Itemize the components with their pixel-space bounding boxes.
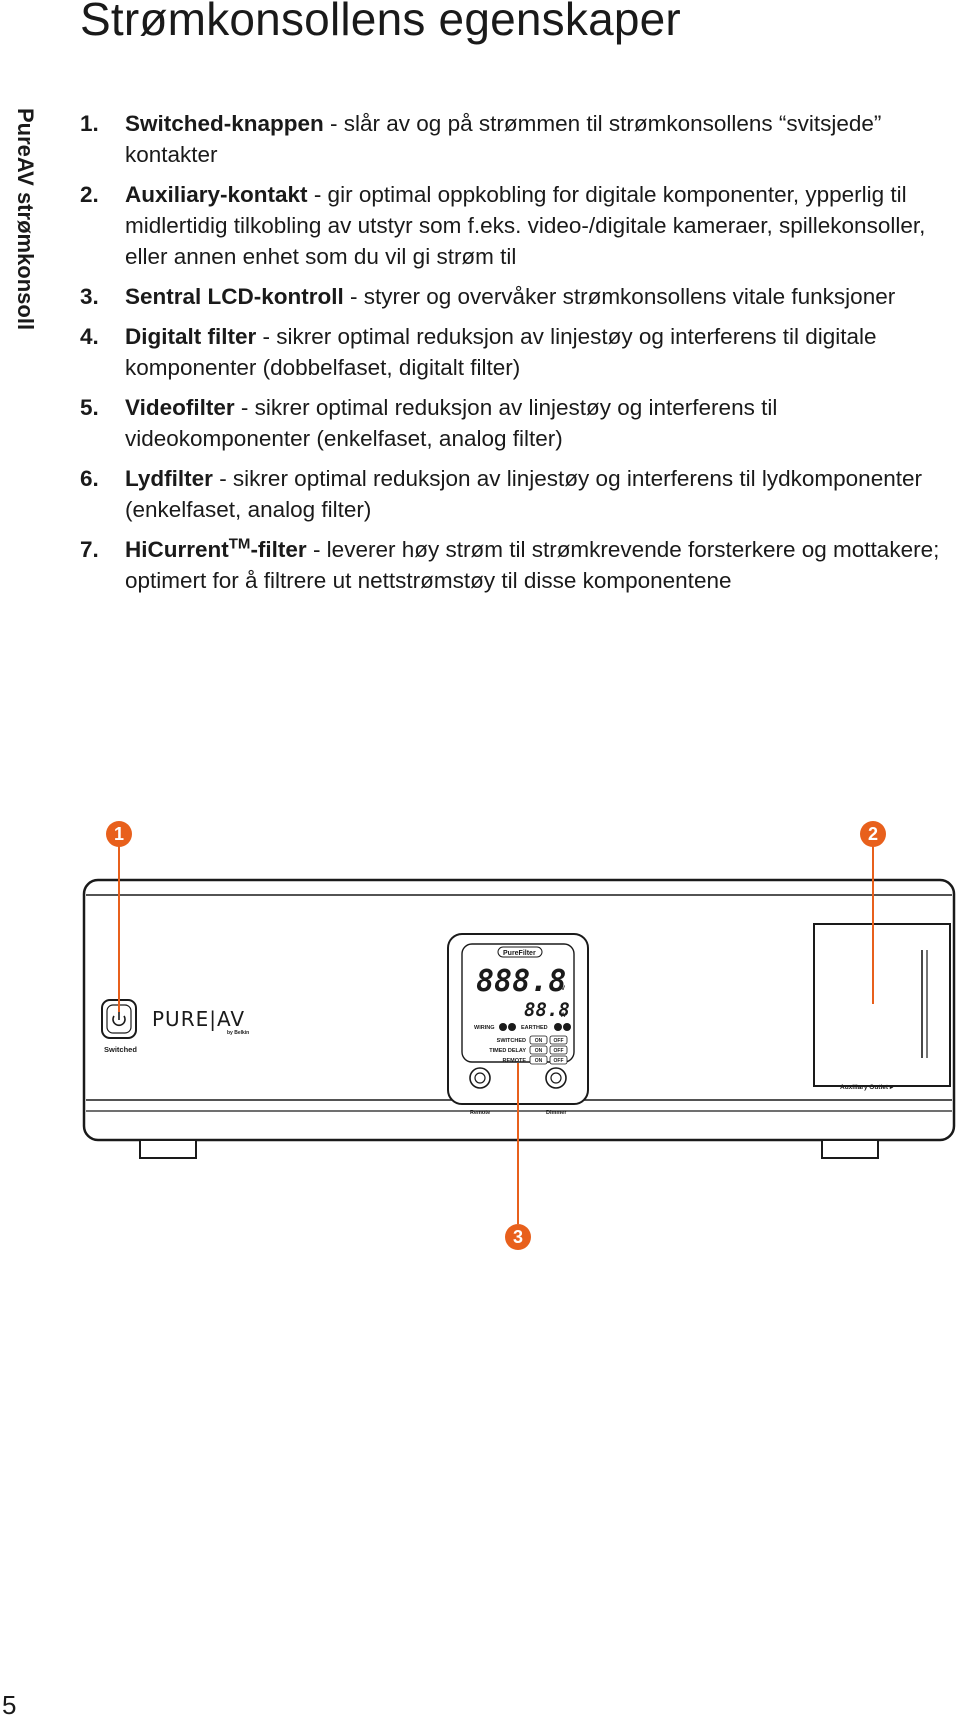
feature-description: - sikrer optimal reduksjon av linjestøy … bbox=[125, 324, 877, 380]
page-title: Strømkonsollens egenskaper bbox=[80, 0, 681, 45]
lcd-status-rows: SWITCHED ON OFF TIMED DELAY ON OFF REMOTE ON OFF bbox=[489, 1035, 568, 1065]
lcd-voltage-unit: V bbox=[561, 986, 565, 992]
feature-number: 7. bbox=[80, 537, 99, 562]
feature-item: 3. Sentral LCD-kontroll - styrer og overv… bbox=[80, 281, 940, 312]
callout-1: 1 bbox=[106, 821, 132, 847]
switched-label: Switched bbox=[104, 1045, 137, 1054]
remote-label: Remote bbox=[470, 1110, 490, 1116]
lcd-on-text: ON bbox=[535, 1048, 543, 1054]
feature-number: 2. bbox=[80, 182, 99, 207]
purefilter-label: PureFilter bbox=[503, 950, 536, 957]
feature-term: Sentral LCD-kontroll bbox=[125, 284, 344, 309]
feature-description: - gir optimal oppkobling for digitale ko… bbox=[125, 182, 926, 269]
auxiliary-outlet-label: Auxiliary Outlet ▸ bbox=[840, 1084, 894, 1091]
feature-list: 1. Switched-knappen - slår av og på strøm… bbox=[80, 108, 940, 605]
lcd-on-indicator bbox=[529, 1055, 548, 1065]
earthed-cross-icon bbox=[563, 1023, 571, 1031]
wiring-cross-icon bbox=[508, 1023, 516, 1031]
feature-number: 6. bbox=[80, 466, 99, 491]
feature-term: Auxiliary-kontakt bbox=[125, 182, 308, 207]
feature-description: - slår av og på strømmen til strømkonsol… bbox=[125, 111, 882, 167]
side-tab bbox=[0, 108, 43, 398]
side-section-label: PureAV strømkonsoll bbox=[13, 108, 38, 331]
feature-term-text: Auxiliary-kontakt bbox=[125, 182, 308, 207]
brand-logo: PURE|AV bbox=[152, 1007, 245, 1031]
feature-number: 3. bbox=[80, 284, 99, 309]
lcd-off-indicator bbox=[549, 1035, 568, 1045]
page-number: 5 bbox=[2, 1690, 17, 1720]
earthed-label: EARTHED bbox=[521, 1025, 548, 1031]
console-body bbox=[82, 878, 956, 1159]
lcd-row-label: SWITCHED bbox=[497, 1038, 526, 1044]
feature-term: Digitalt filter bbox=[125, 324, 256, 349]
svg-text:3: 3 bbox=[513, 1227, 523, 1247]
feature-term: Lydfilter bbox=[125, 466, 213, 491]
feature-term-text: Switched-knappen bbox=[125, 111, 324, 136]
lcd-on-text: ON bbox=[535, 1038, 543, 1044]
lcd-on-indicator bbox=[529, 1035, 548, 1045]
lcd-off-text: OFF bbox=[554, 1038, 564, 1044]
lcd-off-text: OFF bbox=[554, 1048, 564, 1054]
wiring-check-icon bbox=[499, 1023, 507, 1031]
feature-description: - sikrer optimal reduksjon av linjestøy … bbox=[125, 466, 922, 522]
lcd-off-text: OFF bbox=[554, 1058, 564, 1064]
auxiliary-outlet[interactable] bbox=[813, 923, 951, 1087]
lcd-voltage-readout: 888.8 bbox=[476, 964, 566, 999]
feature-term-text: Lydfilter bbox=[125, 466, 213, 491]
feature-description: - leverer høy strøm til strømkrevende fo… bbox=[125, 537, 940, 593]
feature-number: 1. bbox=[80, 111, 99, 136]
feature-item: 5. Videofilter - sikrer optimal reduksjon… bbox=[80, 392, 940, 454]
feature-number: 5. bbox=[80, 395, 99, 420]
dimmer-label: Dimmer bbox=[546, 1110, 567, 1116]
brand-sub: by Belkin bbox=[227, 1030, 249, 1036]
trademark-mark: TM bbox=[228, 535, 251, 553]
wiring-label: WIRING bbox=[474, 1025, 494, 1031]
lcd-on-text: ON bbox=[535, 1058, 543, 1064]
feature-term-suffix: -filter bbox=[250, 537, 307, 562]
feature-item: 2. Auxiliary-kontakt - gir optimal oppkob… bbox=[80, 179, 940, 272]
remote-knob[interactable] bbox=[469, 1067, 491, 1089]
callout-2: 2 bbox=[860, 821, 886, 847]
earthed-check-icon bbox=[554, 1023, 562, 1031]
lcd-current-unit: A bbox=[561, 1013, 566, 1019]
feature-term-text: Videofilter bbox=[125, 395, 235, 420]
feature-term-text: HiCurrent bbox=[125, 537, 229, 562]
lcd-current-readout: 88.8 bbox=[524, 999, 570, 1021]
feature-term-text: Sentral LCD-kontroll bbox=[125, 284, 344, 309]
lcd-on-indicator bbox=[529, 1045, 548, 1055]
feature-item: 7. HiCurrentTM-filter - leverer høy strøm… bbox=[80, 534, 940, 596]
feature-item: 6. Lydfilter - sikrer optimal reduksjon a… bbox=[80, 463, 940, 525]
feature-description: - sikrer optimal reduksjon av linjestøy … bbox=[125, 395, 778, 451]
callout-3: 3 bbox=[505, 1224, 531, 1250]
svg-text:2: 2 bbox=[868, 824, 878, 844]
dimmer-knob[interactable] bbox=[545, 1067, 567, 1089]
lcd-row-label: TIMED DELAY bbox=[489, 1048, 526, 1054]
feature-number: 4. bbox=[80, 324, 99, 349]
power-icon bbox=[112, 1015, 126, 1027]
lcd-panel: PureFilter 888.8 V 88.8 A WIRING EARTHED… bbox=[447, 933, 589, 1105]
feature-item: 1. Switched-knappen - slår av og på strøm… bbox=[80, 108, 940, 170]
feature-term: HiCurrentTM-filter bbox=[125, 535, 307, 563]
lcd-off-indicator bbox=[549, 1055, 568, 1065]
feature-item: 4. Digitalt filter - sikrer optimal reduk… bbox=[80, 321, 940, 383]
feature-term-text: Digitalt filter bbox=[125, 324, 257, 349]
svg-text:1: 1 bbox=[114, 824, 124, 844]
feature-term: Switched-knappen bbox=[125, 111, 324, 136]
callout-lines bbox=[118, 846, 874, 1224]
feature-description: - styrer og overvåker strømkonsollens vi… bbox=[343, 284, 896, 309]
lcd-row-label: REMOTE bbox=[502, 1058, 526, 1064]
feature-term: Videofilter bbox=[125, 395, 235, 420]
lcd-off-indicator bbox=[549, 1045, 568, 1055]
switched-button[interactable] bbox=[101, 999, 137, 1039]
